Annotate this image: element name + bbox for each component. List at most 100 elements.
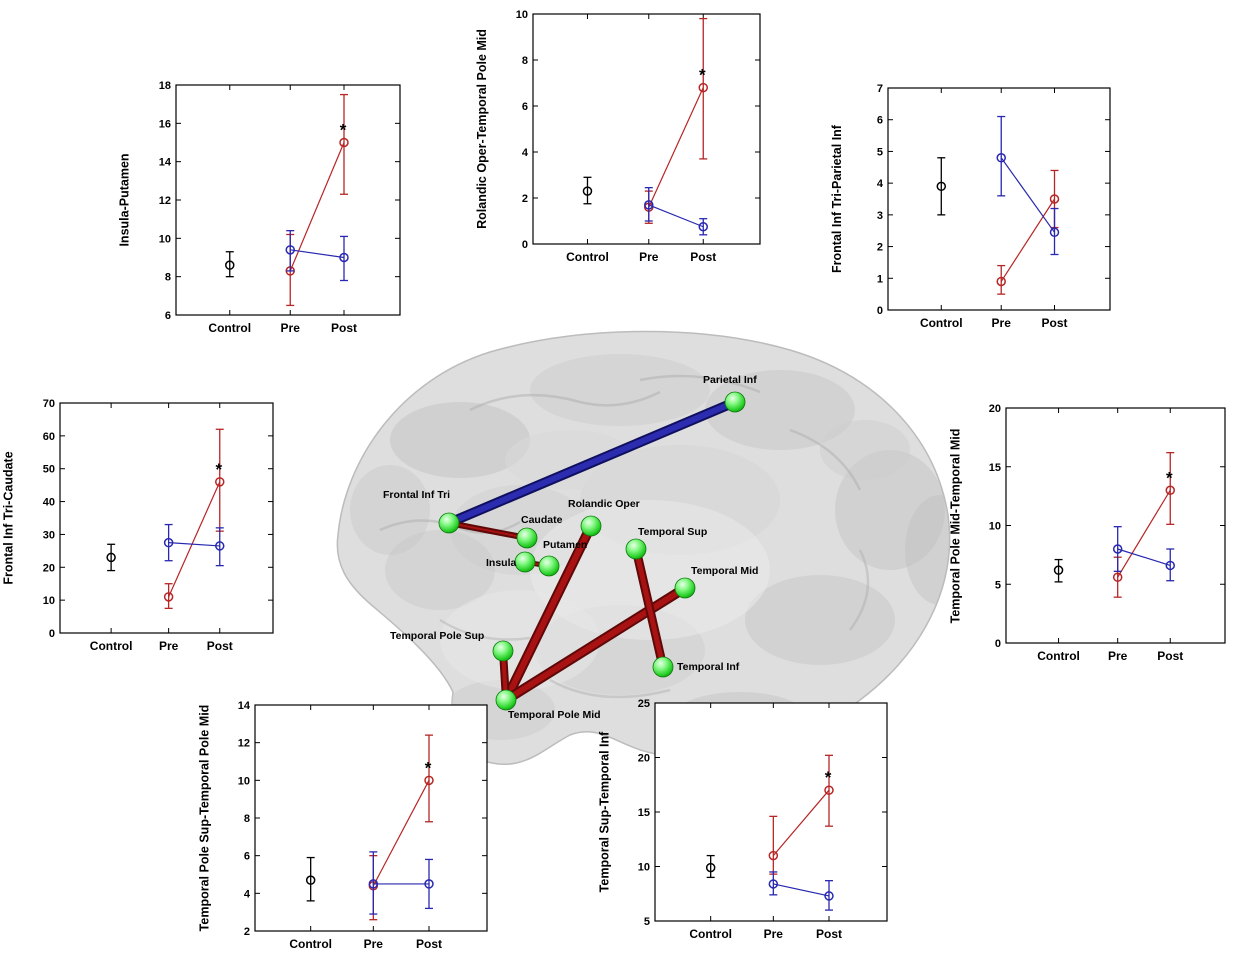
data-marker <box>705 862 716 873</box>
y-tick-label: 4 <box>877 178 884 190</box>
node-sphere <box>724 391 746 413</box>
plot-box <box>1005 407 1226 644</box>
y-tick-label: 4 <box>522 147 529 159</box>
significance-star: * <box>699 66 706 85</box>
y-tick-label: 10 <box>43 595 55 607</box>
brain-node-temporal-inf <box>652 656 674 678</box>
significance-star: * <box>340 121 347 140</box>
y-tick-label: 20 <box>989 403 1001 415</box>
y-tick-label: 15 <box>638 807 650 819</box>
brain-node-label-frontal-inf-tri: Frontal Inf Tri <box>383 489 450 501</box>
node-sphere <box>492 640 514 662</box>
y-tick-label: 18 <box>159 80 171 92</box>
significance-star: * <box>215 460 222 479</box>
brain-node-temporal-sup <box>625 538 647 560</box>
plot-box <box>532 13 761 245</box>
x-tick-label: Pre <box>364 937 384 951</box>
x-tick-label: Control <box>90 639 133 653</box>
x-tick-label: Control <box>208 321 251 335</box>
node-sphere <box>516 527 538 549</box>
x-tick-label: Post <box>816 927 842 941</box>
node-sphere <box>674 577 696 599</box>
y-tick-label: 6 <box>165 310 171 322</box>
significance-star: * <box>1166 468 1173 487</box>
data-marker <box>424 879 434 889</box>
y-tick-label: 5 <box>877 146 883 158</box>
brain-node-label-temporal-sup: Temporal Sup <box>638 526 707 538</box>
data-marker <box>768 879 779 889</box>
data-marker <box>106 552 116 563</box>
x-tick-label: Control <box>1037 649 1080 663</box>
y-tick-label: 20 <box>638 753 650 765</box>
plot-box <box>59 402 274 634</box>
brain-node-label-temporal-pole-mid: Temporal Pole Mid <box>508 709 601 721</box>
x-tick-label: Pre <box>159 639 179 653</box>
plot-box <box>887 87 1111 311</box>
data-marker <box>285 245 295 255</box>
node-sphere <box>652 656 674 678</box>
y-tick-label: 10 <box>638 862 650 874</box>
y-tick-label: 8 <box>244 813 250 825</box>
edge-core <box>448 522 528 539</box>
edge-temporal-sup-temporal-inf <box>631 544 668 672</box>
x-tick-label: Post <box>1157 649 1183 663</box>
y-tick-label: 3 <box>877 210 883 222</box>
series-line <box>290 249 345 259</box>
data-marker <box>1112 544 1123 554</box>
brain-node-label-insula: Insula <box>486 557 517 569</box>
x-tick-label: Post <box>331 321 357 335</box>
edge-frontal-inf-tri-parietal-inf <box>444 397 740 528</box>
node-sphere <box>580 515 602 537</box>
data-marker <box>339 137 349 148</box>
y-tick-label: 30 <box>43 529 55 541</box>
brain-node-temporal-mid <box>674 577 696 599</box>
brain-node-insula <box>514 551 536 573</box>
y-tick-label: 14 <box>159 157 172 169</box>
y-tick-label: 4 <box>244 888 251 900</box>
x-tick-label: Pre <box>1108 649 1128 663</box>
y-tick-label: 0 <box>877 305 883 317</box>
significance-star: * <box>425 758 432 777</box>
brain-edges <box>444 397 740 705</box>
brain-node-label-rolandic-oper: Rolandic Oper <box>568 498 640 510</box>
data-marker <box>1165 560 1175 571</box>
brain-node-parietal-inf <box>724 391 746 413</box>
brain-node-label-caudate: Caudate <box>521 514 563 526</box>
y-tick-label: 8 <box>165 272 171 284</box>
y-tick-label: 20 <box>43 562 55 574</box>
series-line <box>289 142 345 272</box>
x-tick-label: Post <box>416 937 442 951</box>
y-tick-label: 6 <box>877 115 883 127</box>
y-tick-label: 2 <box>244 926 250 938</box>
y-tick-label: 60 <box>43 431 55 443</box>
edge-rolandic-oper-temporal-pole-mid <box>501 521 596 705</box>
y-tick-label: 70 <box>43 398 55 410</box>
node-sphere <box>538 555 560 577</box>
data-marker <box>305 875 316 885</box>
data-marker <box>1165 485 1175 495</box>
data-marker <box>163 592 174 602</box>
brain-node-frontal-inf-tri <box>438 512 460 534</box>
data-marker <box>698 82 708 93</box>
data-marker <box>339 252 349 263</box>
brain-node-temporal-pole-mid <box>495 689 517 711</box>
data-marker <box>644 200 654 210</box>
x-tick-label: Control <box>289 937 332 951</box>
x-tick-label: Control <box>920 316 963 330</box>
brain-texture <box>350 354 950 748</box>
data-marker <box>824 785 834 795</box>
series-line <box>1000 157 1055 233</box>
y-tick-label: 8 <box>522 55 528 67</box>
